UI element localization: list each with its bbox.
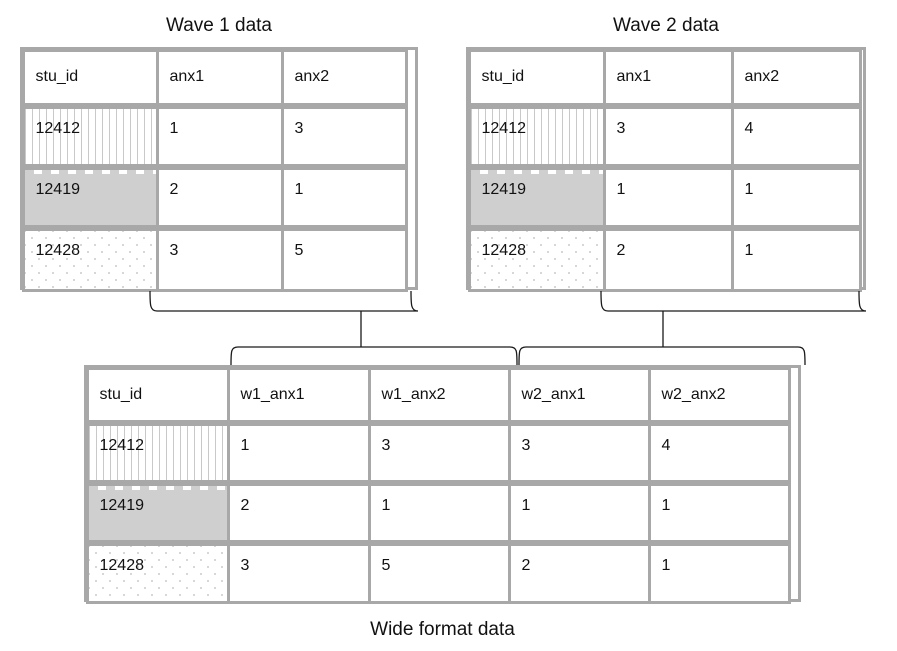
wave2-header-row: stu_id anx1 anx2 [467, 48, 863, 107]
wide-cell-w2_anx2-0: 4 [647, 422, 791, 483]
wave1-cell-anx2-2: 5 [280, 227, 408, 292]
wide-cell-w2_anx1-0: 3 [507, 422, 651, 483]
wide-cell-w1_anx1-1: 2 [226, 482, 371, 543]
wave2-row-12419: 12419 1 1 [467, 166, 863, 229]
wave2-header-anx1: anx1 [602, 48, 734, 106]
wide-cell-w2_anx2-1: 1 [647, 482, 791, 543]
wave2-cell-stu_id-2: 12428 [467, 227, 606, 292]
wave1-cell-stu_id-1: 12419 [21, 166, 159, 228]
wave1-cell-anx1-1: 2 [155, 166, 284, 228]
wave2-table: stu_id anx1 anx2 12412 3 4 1 [466, 47, 866, 293]
wave2-cell-anx1-1: 1 [602, 166, 734, 228]
wave1-row-12419: 12419 2 1 [21, 166, 415, 229]
wide-cell-w1_anx1-2: 3 [226, 542, 371, 604]
wave1-cell-anx2-1: 1 [280, 166, 408, 228]
wave1-header-row: stu_id anx1 anx2 [21, 48, 415, 107]
wave2-row-12412: 12412 3 4 [467, 105, 863, 168]
wave2-header-anx2: anx2 [730, 48, 862, 106]
hdash-pattern-icon [88, 485, 227, 540]
dots-pattern-icon [88, 545, 227, 601]
wave2-cell-anx1-2: 2 [602, 227, 734, 292]
wide-cell-w1_anx2-0: 3 [367, 422, 511, 483]
vstripe-pattern-icon [24, 108, 156, 164]
vstripe-pattern-icon [470, 108, 603, 164]
wide-format-caption: Wide format data [370, 619, 515, 640]
dots-pattern-icon [470, 230, 603, 289]
wide-row-12428: 12428 3 5 2 1 [85, 542, 798, 605]
vstripe-pattern-icon [88, 425, 227, 480]
wide-format-table: stu_id w1_anx1 w1_anx2 w2_anx1 w2_anx2 1… [84, 365, 801, 605]
wide-row-12412: 12412 1 3 3 4 [85, 422, 798, 484]
wide-w1-brace-icon [230, 346, 518, 366]
wide-cell-stu_id-2: 12428 [85, 542, 230, 604]
wave2-cell-anx2-0: 4 [730, 105, 862, 167]
wave1-row-12412: 12412 1 3 [21, 105, 415, 168]
wave1-header-anx1: anx1 [155, 48, 284, 106]
wave2-cell-anx1-0: 3 [602, 105, 734, 167]
wide-cell-w1_anx2-2: 5 [367, 542, 511, 604]
hdash-pattern-icon [470, 169, 603, 225]
wave2-header-stu_id: stu_id [467, 48, 606, 106]
wave2-cell-stu_id-0: 12412 [467, 105, 606, 167]
hdash-pattern-icon [24, 169, 156, 225]
wave2-cell-stu_id-1: 12419 [467, 166, 606, 228]
wide-cell-w2_anx1-1: 1 [507, 482, 651, 543]
wave2-brace-icon [600, 290, 867, 312]
wide-cell-w2_anx1-2: 2 [507, 542, 651, 604]
wave1-cell-stu_id-0: 12412 [21, 105, 159, 167]
wave1-cell-anx1-0: 1 [155, 105, 284, 167]
wide-cell-w2_anx2-2: 1 [647, 542, 791, 604]
wide-cell-stu_id-1: 12419 [85, 482, 230, 543]
wide-header-w2_anx1: w2_anx1 [507, 366, 651, 423]
wide-header-row: stu_id w1_anx1 w1_anx2 w2_anx1 w2_anx2 [85, 366, 798, 424]
wide-header-w1_anx2: w1_anx2 [367, 366, 511, 423]
wave2-row-12428: 12428 2 1 [467, 227, 863, 293]
wave1-row-12428: 12428 3 5 [21, 227, 415, 293]
wave1-cell-anx1-2: 3 [155, 227, 284, 292]
wave1-cell-stu_id-2: 12428 [21, 227, 159, 292]
wide-cell-w1_anx1-0: 1 [226, 422, 371, 483]
wide-cell-stu_id-0: 12412 [85, 422, 230, 483]
dots-pattern-icon [24, 230, 156, 289]
wide-cell-w1_anx2-1: 1 [367, 482, 511, 543]
wave1-header-anx2: anx2 [280, 48, 408, 106]
wide-header-w2_anx2: w2_anx2 [647, 366, 791, 423]
wide-w2-brace-icon [518, 346, 806, 366]
wave2-title: Wave 2 data [613, 15, 719, 36]
wave2-cell-anx2-2: 1 [730, 227, 862, 292]
wide-row-12419: 12419 2 1 1 1 [85, 482, 798, 544]
wide-header-w1_anx1: w1_anx1 [226, 366, 371, 423]
wave1-header-stu_id: stu_id [21, 48, 159, 106]
wave1-table: stu_id anx1 anx2 12412 1 3 1 [20, 47, 418, 293]
wave2-cell-anx2-1: 1 [730, 166, 862, 228]
wave1-title: Wave 1 data [166, 15, 272, 36]
wide-header-stu_id: stu_id [85, 366, 230, 423]
wave1-brace-icon [149, 290, 419, 312]
wave1-cell-anx2-0: 3 [280, 105, 408, 167]
